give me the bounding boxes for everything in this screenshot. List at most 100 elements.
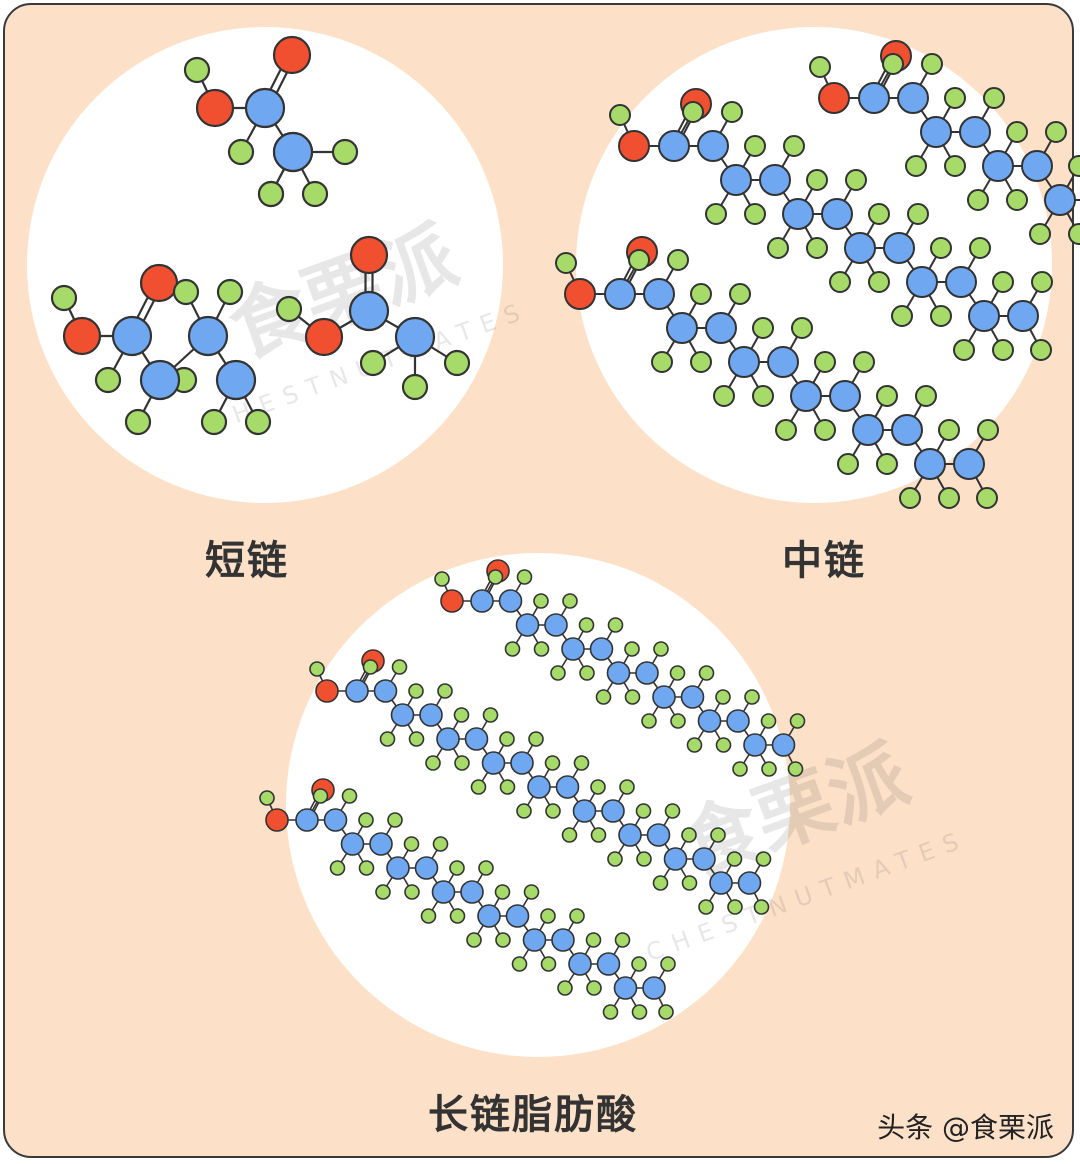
hydrogen-atom	[607, 851, 623, 867]
hydrogen-atom	[868, 203, 890, 225]
carbon-atom	[968, 300, 1000, 332]
carbon-atom	[470, 589, 494, 613]
oxygen-atom	[265, 808, 289, 832]
carbon-atom	[572, 799, 597, 823]
hydrogen-atom	[660, 956, 676, 972]
carbon-atom	[477, 904, 501, 928]
hydrogen-atom	[557, 980, 573, 996]
oxygen-atom	[818, 82, 850, 114]
hydrogen-atom	[555, 252, 577, 274]
hydrogen-atom	[244, 408, 272, 436]
hydrogen-atom	[619, 779, 635, 795]
hydrogen-atom	[953, 339, 975, 361]
hydrogen-atom	[358, 812, 374, 828]
carbon-atom	[666, 312, 698, 344]
fatty-acid-molecule	[609, 88, 1053, 361]
hydrogen-atom	[698, 899, 714, 915]
hydrogen-atom	[726, 851, 743, 867]
medium-chain-molecules	[555, 40, 1080, 509]
hydrogen-atom	[664, 803, 681, 819]
hydrogen-atom	[362, 659, 379, 675]
oxygen-atom	[564, 278, 596, 310]
carbon-atom	[369, 832, 393, 856]
carbon-atom	[858, 82, 890, 114]
hydrogen-atom	[359, 349, 387, 377]
carbon-atom	[709, 871, 733, 895]
hydrogen-atom	[938, 487, 960, 509]
carbon-atom	[272, 131, 314, 173]
hydrogen-atom	[976, 487, 998, 509]
hydrogen-atom	[682, 101, 704, 123]
hydrogen-atom	[814, 419, 836, 441]
hydrogen-atom	[905, 155, 927, 177]
hydrogen-atom	[732, 761, 748, 777]
hydrogen-atom	[809, 56, 831, 78]
hydrogen-atom	[609, 104, 631, 126]
carbon-atom	[544, 613, 568, 637]
carbon-atom	[515, 613, 540, 637]
hydrogen-atom	[767, 237, 789, 259]
carbon-atom	[897, 82, 929, 114]
carbon-atom	[187, 315, 229, 357]
fatty-acid-molecule	[275, 235, 471, 401]
carbon-atom	[323, 808, 348, 832]
carbon-atom	[589, 637, 614, 661]
hydrogen-atom	[523, 884, 540, 900]
hydrogen-atom	[814, 351, 836, 373]
hydrogen-atom	[466, 932, 482, 948]
hydrogen-atom	[907, 203, 929, 225]
carbon-atom	[348, 290, 390, 332]
hydrogen-atom	[544, 755, 561, 771]
hydrogen-atom	[1030, 339, 1052, 361]
hydrogen-atom	[124, 408, 152, 436]
carbon-atom	[244, 87, 286, 129]
hydrogen-atom	[404, 884, 420, 900]
carbon-atom	[386, 856, 410, 880]
hydrogen-atom	[686, 737, 703, 753]
hydrogen-atom	[681, 827, 697, 843]
carbon-atom	[345, 679, 369, 703]
hydrogen-atom	[1006, 121, 1028, 143]
hydrogen-atom	[172, 278, 200, 306]
hydrogen-atom	[845, 169, 867, 191]
hydrogen-atom	[533, 641, 550, 657]
long-chain-label: 长链脂肪酸	[428, 1092, 638, 1138]
carbon-atom	[959, 116, 991, 148]
hydrogen-atom	[331, 138, 359, 166]
hydrogen-atom	[853, 351, 875, 373]
carbon-atom	[782, 198, 814, 230]
hydrogen-atom	[698, 665, 715, 681]
carbon-atom	[555, 775, 580, 799]
carbon-atom	[821, 198, 853, 230]
carbon-atom	[829, 380, 861, 412]
carbon-atom	[419, 703, 443, 727]
hydrogen-atom	[915, 385, 937, 407]
hydrogen-atom	[1006, 189, 1028, 211]
hydrogen-atom	[690, 351, 712, 373]
carbon-atom	[771, 733, 796, 757]
hydrogen-atom	[710, 827, 726, 843]
carbon-atom	[635, 661, 659, 685]
hydrogen-atom	[744, 203, 766, 225]
hydrogen-atom	[590, 827, 607, 843]
hydrogen-atom	[755, 851, 772, 867]
oxygen-atom	[618, 130, 650, 162]
long-chain-circle	[286, 553, 790, 1057]
hydrogen-atom	[494, 884, 511, 900]
fatty-acid-molecule	[434, 559, 806, 777]
hydrogen-atom	[578, 617, 595, 633]
hydrogen-atom	[944, 87, 966, 109]
hydrogen-atom	[876, 385, 898, 407]
hydrogen-atom	[408, 683, 424, 699]
hydrogen-atom	[789, 713, 806, 729]
carbon-atom	[920, 116, 952, 148]
hydrogen-atom	[624, 689, 641, 705]
hydrogen-atom	[401, 373, 429, 401]
hydrogen-atom	[533, 593, 549, 609]
hydrogen-atom	[511, 956, 528, 972]
hydrogen-atom	[585, 932, 602, 948]
hydrogen-atom	[1068, 155, 1080, 177]
hydrogen-atom	[379, 731, 396, 747]
fatty-acid-molecule	[259, 778, 676, 1020]
carbon-atom	[139, 359, 181, 401]
